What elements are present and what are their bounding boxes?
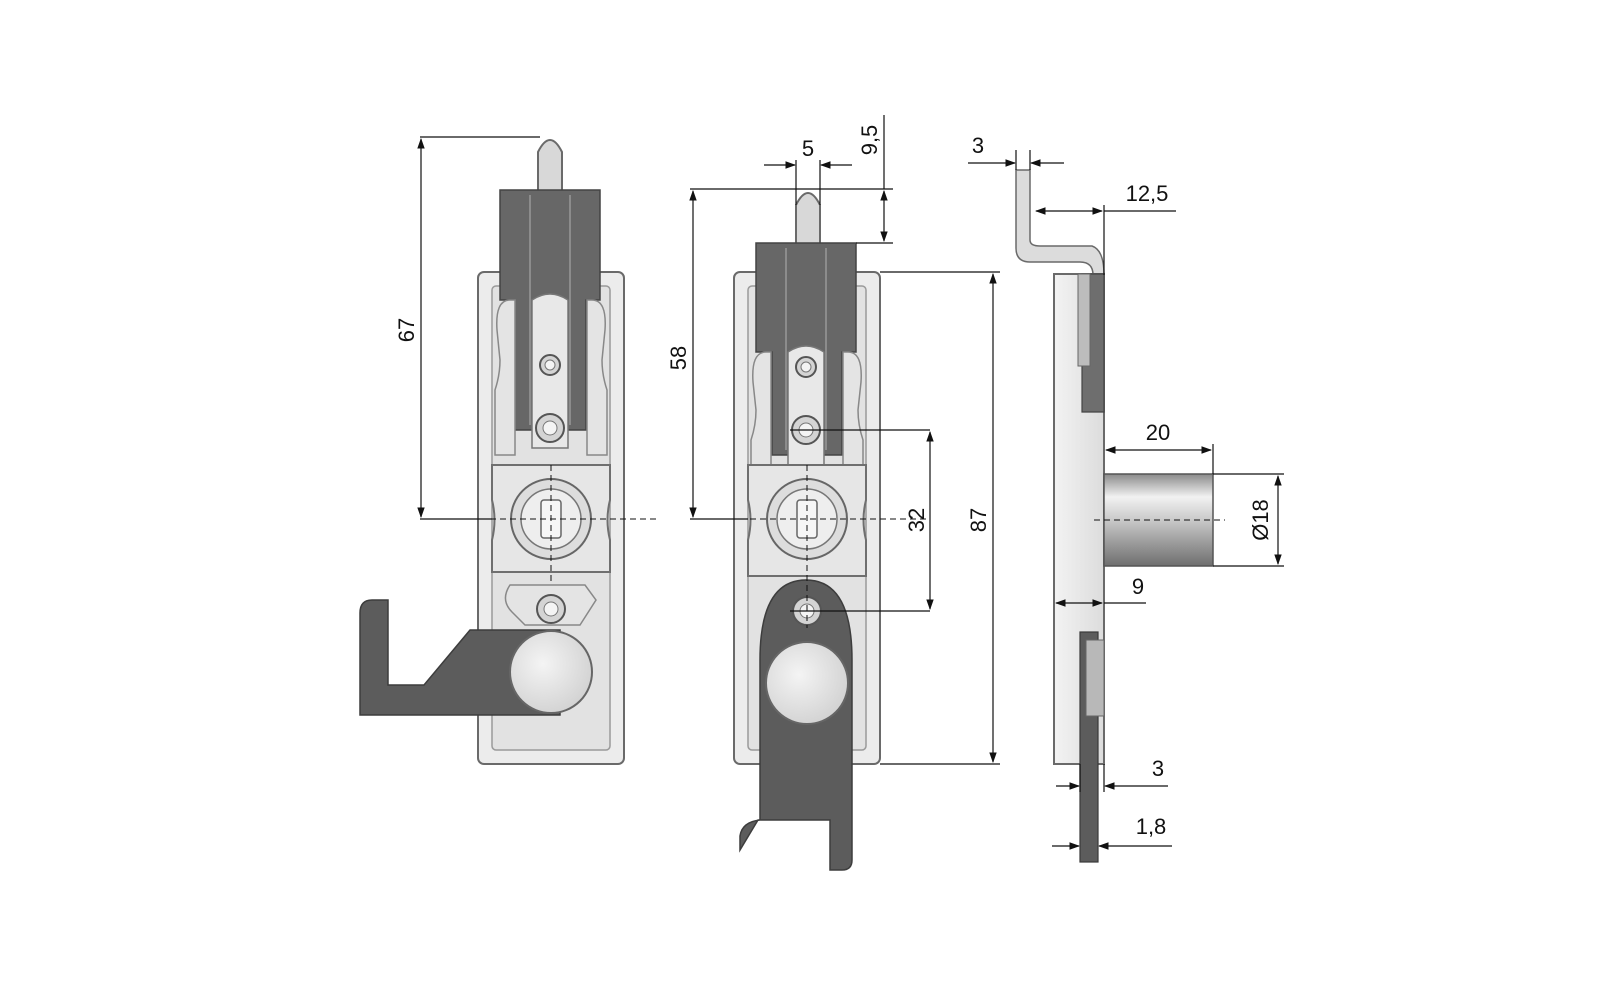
dim-67: 67: [394, 318, 419, 342]
spring-arm-left: [494, 299, 516, 456]
top-pin-2: [795, 192, 821, 246]
dim-9-5: 9,5: [857, 125, 882, 156]
front-view-latched: 67: [359, 136, 660, 765]
top-pin: [537, 139, 563, 193]
dim-1-8: 1,8: [1136, 814, 1167, 839]
dim-32: 32: [904, 508, 929, 532]
dim-20: 20: [1146, 420, 1170, 445]
hook-latched: [359, 599, 561, 716]
dim-58: 58: [666, 346, 691, 370]
dim-5: 5: [802, 136, 814, 161]
top-tab: [1015, 169, 1105, 276]
knob-2: [765, 641, 849, 725]
front-view-open: 5 9,5 58 32 87: [666, 115, 1000, 871]
dim-9: 9: [1132, 574, 1144, 599]
spring-arm-right: [586, 299, 608, 456]
dim-87: 87: [966, 508, 991, 532]
dim-diameter-18: Ø18: [1248, 499, 1273, 541]
dim-12-5: 12,5: [1126, 181, 1169, 206]
dim-3-top: 3: [972, 133, 984, 158]
side-view: 3 12,5 20 Ø18 9 3 1,8: [968, 133, 1284, 863]
knob: [509, 630, 593, 714]
dim-3-bottom: 3: [1152, 756, 1164, 781]
